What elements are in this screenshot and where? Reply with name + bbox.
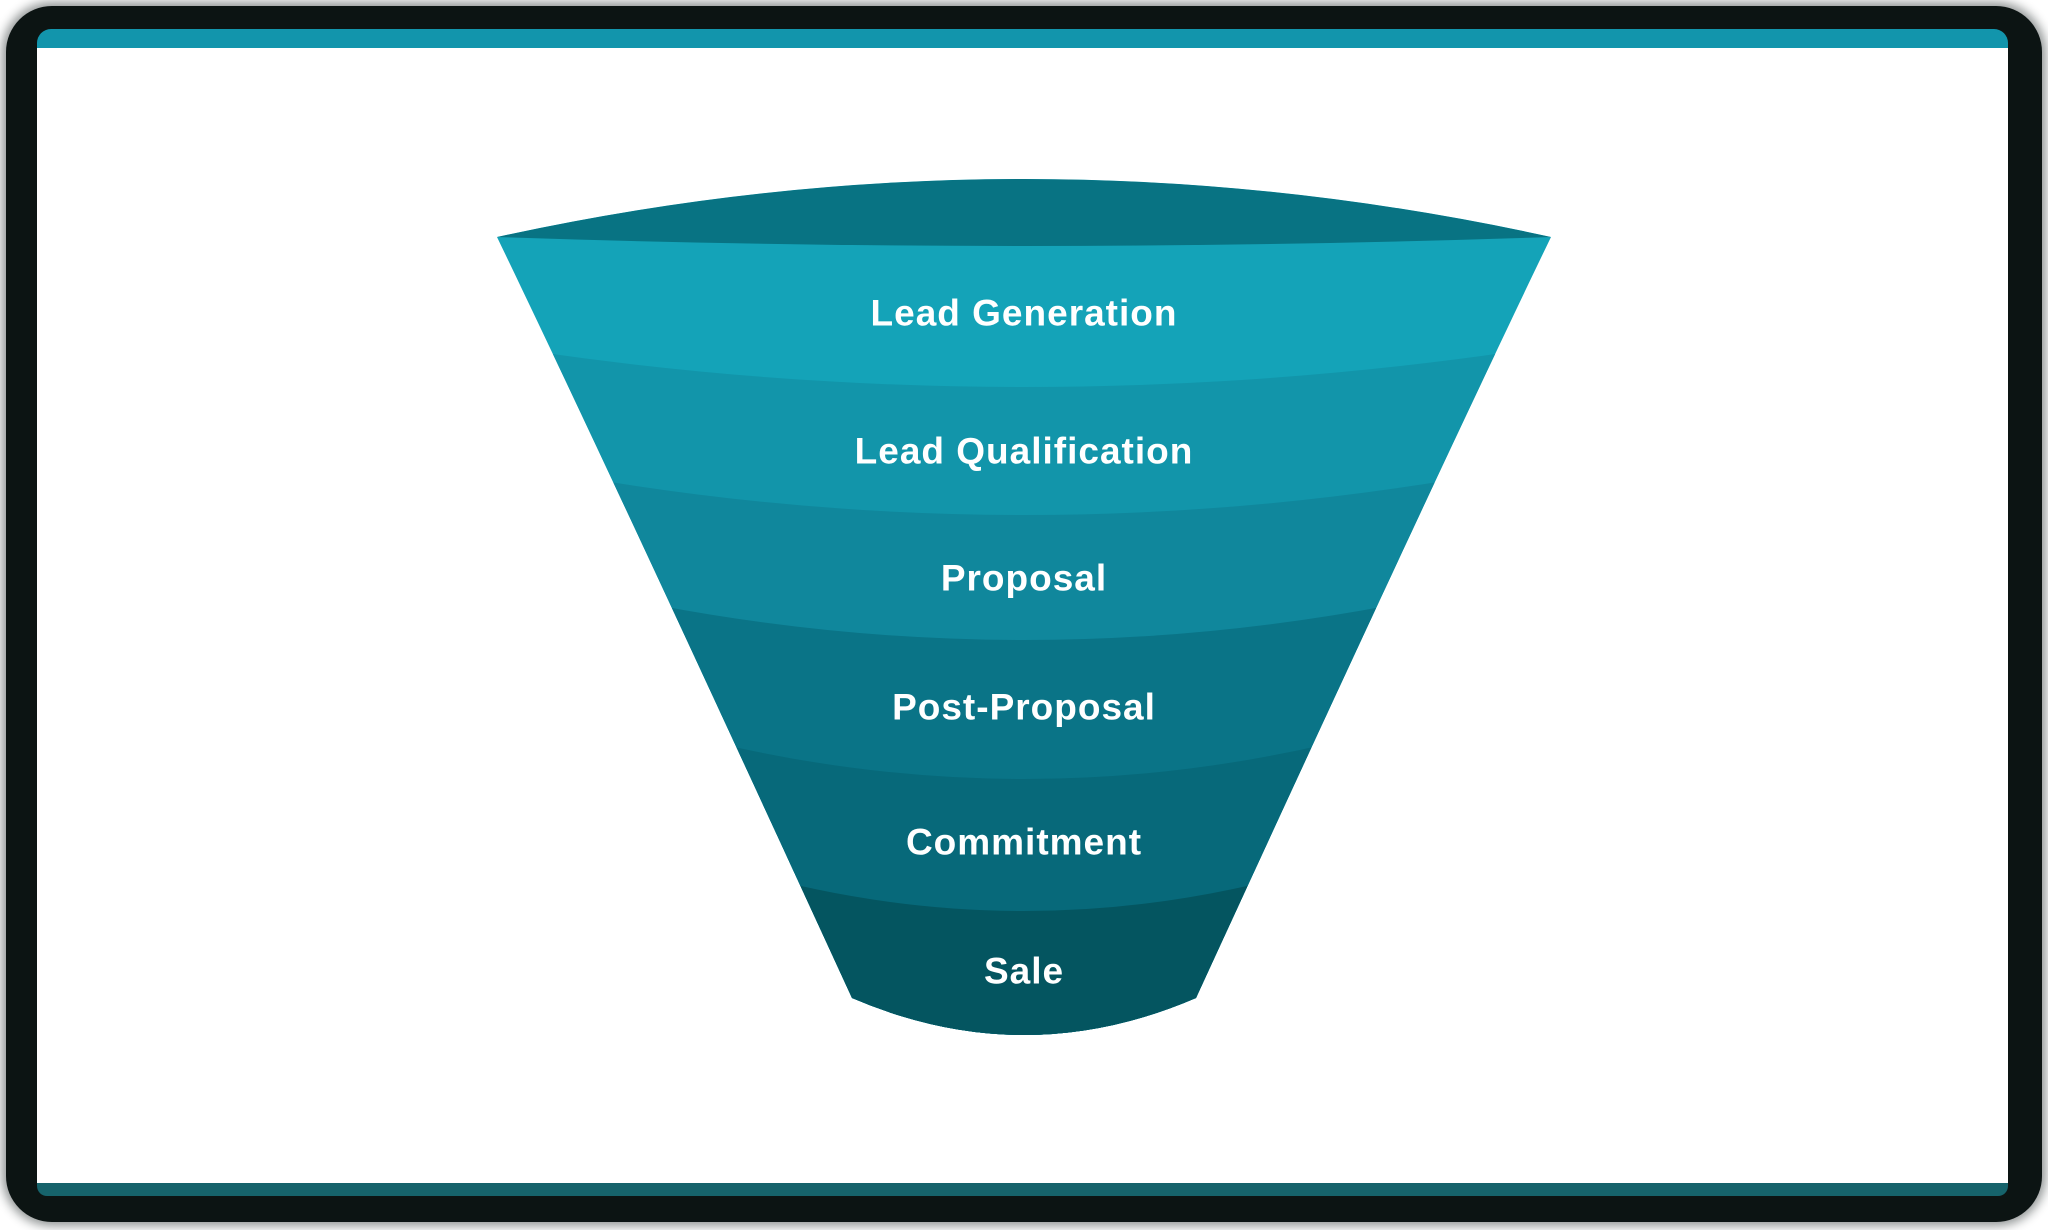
funnel-stage-label-commitment: Commitment: [906, 822, 1142, 863]
funnel-opening-ellipse: [497, 179, 1551, 246]
funnel-stage-label-lead-generation: Lead Generation: [871, 293, 1178, 334]
funnel-stage-label-lead-qualification: Lead Qualification: [855, 431, 1194, 472]
top-accent-bar: [37, 29, 2008, 48]
funnel-stage-label-proposal: Proposal: [941, 558, 1107, 599]
funnel-stage-label-post-proposal: Post-Proposal: [892, 687, 1156, 728]
funnel-stage-band-sale: [738, 883, 1300, 1035]
bottom-accent-bar: [37, 1183, 2008, 1196]
funnel-stage-label-sale: Sale: [984, 951, 1064, 992]
